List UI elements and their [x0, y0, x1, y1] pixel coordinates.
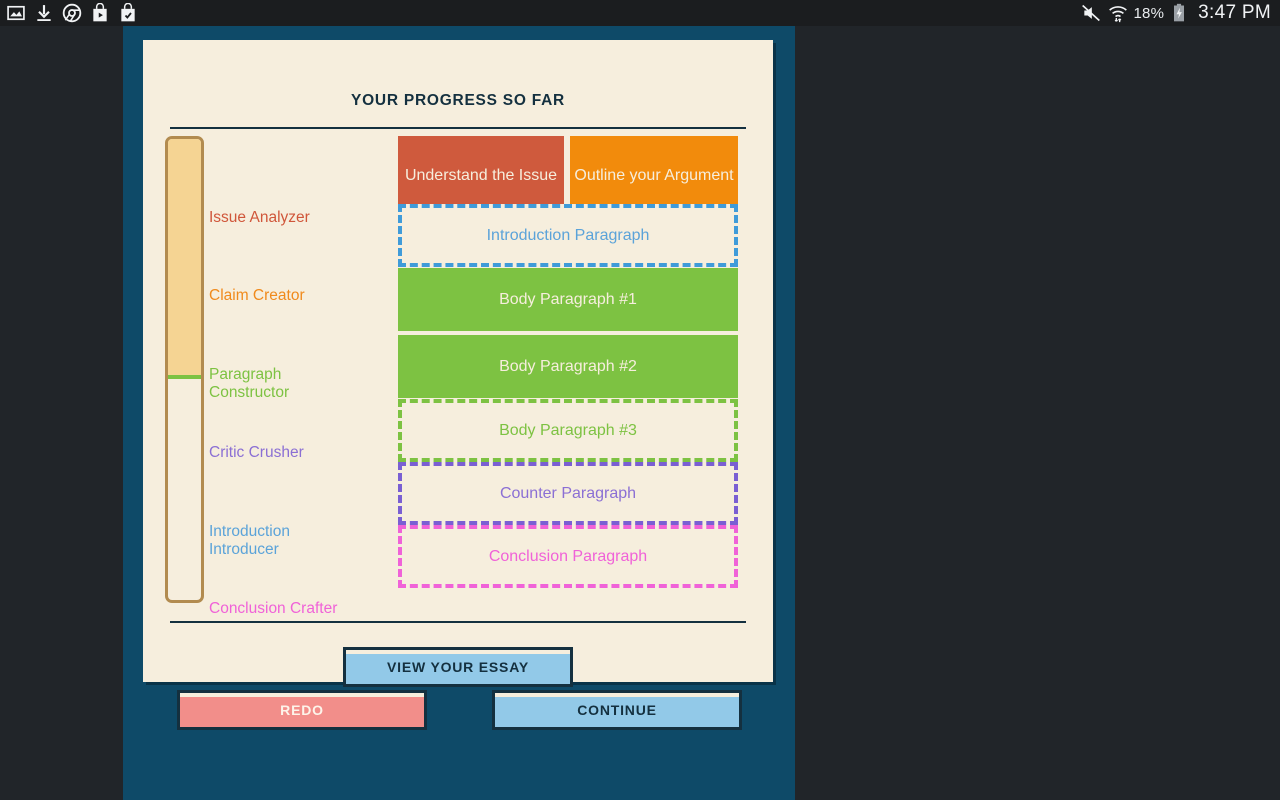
- chrome-icon: [62, 3, 82, 23]
- volume-muted-icon: [1080, 3, 1100, 23]
- battery-charging-icon: [1171, 3, 1191, 23]
- essay-block-understand-the-issue[interactable]: Understand the Issue: [398, 136, 564, 204]
- essay-block-row-top: Understand the Issue Outline your Argume…: [398, 136, 738, 204]
- status-bar-system: 18% 3:47 PM: [1080, 2, 1280, 24]
- essay-block-conclusion-paragraph[interactable]: Conclusion Paragraph: [398, 525, 738, 588]
- overall-progress-fill: [168, 139, 201, 379]
- view-your-essay-button[interactable]: VIEW YOUR ESSAY: [343, 647, 573, 687]
- essay-block-counter-paragraph[interactable]: Counter Paragraph: [398, 462, 738, 525]
- wifi-transfer-icon: [1107, 3, 1127, 23]
- page-title: YOUR PROGRESS SO FAR: [351, 92, 565, 109]
- app-viewport: YOUR PROGRESS SO FAR Issue Analyzer Clai…: [123, 26, 795, 800]
- continue-button[interactable]: CONTINUE: [492, 690, 742, 730]
- play-store-updates-icon: [118, 2, 138, 23]
- redo-button[interactable]: REDO: [177, 690, 427, 730]
- essay-block-body-paragraph-3[interactable]: Body Paragraph #3: [398, 399, 738, 462]
- clock-label: 3:47 PM: [1198, 2, 1271, 23]
- stage-label-issue-analyzer: Issue Analyzer: [209, 209, 310, 226]
- essay-structure-list: Understand the Issue Outline your Argume…: [398, 136, 738, 588]
- stage-label-list: Issue Analyzer Claim Creator Paragraph C…: [209, 136, 399, 617]
- divider-bottom: [170, 621, 746, 623]
- photo-icon: [6, 3, 26, 23]
- download-icon: [34, 3, 54, 23]
- essay-block-outline-your-argument[interactable]: Outline your Argument: [570, 136, 738, 204]
- footer-actions: REDO CONTINUE: [123, 690, 795, 750]
- stage-label-claim-creator: Claim Creator: [209, 287, 305, 304]
- divider-top: [170, 127, 746, 129]
- stage-label-conclusion-crafter: Conclusion Crafter: [209, 600, 338, 617]
- essay-block-introduction-paragraph[interactable]: Introduction Paragraph: [398, 204, 738, 267]
- battery-percent-label: 18%: [1133, 4, 1165, 22]
- overall-progress-bar: [165, 136, 204, 603]
- stage-label-introduction-introducer: Introduction Introducer: [209, 523, 290, 558]
- play-store-icon: [90, 2, 110, 23]
- essay-block-body-paragraph-1[interactable]: Body Paragraph #1: [398, 268, 738, 331]
- stage-label-critic-crusher: Critic Crusher: [209, 444, 304, 461]
- android-status-bar: 18% 3:47 PM: [0, 0, 1280, 26]
- status-bar-notifications: [0, 2, 138, 23]
- stage-label-paragraph-constructor: Paragraph Constructor: [209, 366, 290, 401]
- progress-card: YOUR PROGRESS SO FAR Issue Analyzer Clai…: [143, 40, 773, 687]
- essay-block-body-paragraph-2[interactable]: Body Paragraph #2: [398, 335, 738, 398]
